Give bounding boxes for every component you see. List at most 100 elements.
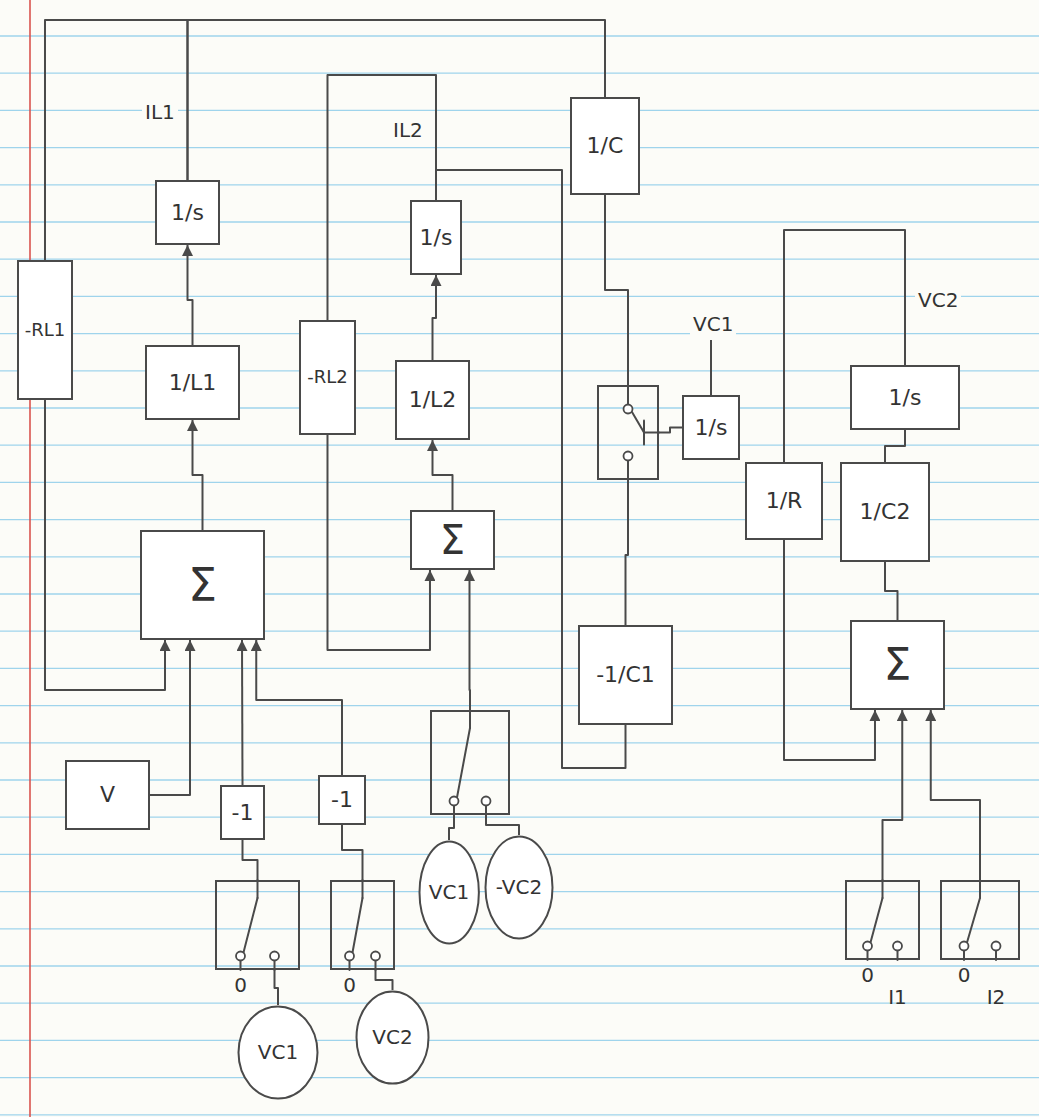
symbol-line (244, 898, 258, 953)
signal-wire (469, 570, 472, 710)
signal-wire (150, 640, 190, 795)
paper-rule (0, 445, 1039, 446)
gain-block: 1/L2 (395, 360, 470, 440)
block-label: 1/s (420, 225, 453, 250)
block-label: 1/C2 (860, 499, 911, 524)
terminal-dot (863, 942, 872, 951)
symbol-line (644, 432, 659, 434)
product-block (597, 385, 659, 480)
sum-block: Σ (850, 620, 945, 710)
block-label: VC1 (258, 1041, 298, 1064)
switch-symbol (450, 710, 491, 815)
integrator-block: 1/s (410, 200, 462, 275)
block-label: -RL2 (307, 367, 347, 388)
block-label: -RL1 (25, 320, 65, 341)
signal-wire (486, 815, 519, 835)
gain-block: -1 (220, 785, 265, 840)
switch-block: 0I2 (940, 880, 1020, 960)
signal-wire (241, 640, 244, 785)
block-label: VC1 (429, 881, 469, 904)
signal-circle: VC1 (237, 1005, 319, 1100)
paper-rule (0, 1114, 1039, 1115)
paper-rule (0, 147, 1039, 148)
symbol-line (469, 710, 471, 728)
gain-block: -RL1 (17, 260, 73, 400)
gain-block: 1/C (570, 97, 640, 195)
signal-wire (243, 840, 258, 880)
integrator-block: 1/s (682, 395, 740, 460)
sum-block: Σ (140, 530, 265, 640)
terminal-dot (960, 942, 969, 951)
paper-rule (0, 1003, 1039, 1004)
block-label: V (100, 782, 115, 807)
signal-label: IL2 (390, 118, 426, 142)
integrator-block: 1/s (850, 365, 960, 430)
signal-label: VC1 (690, 312, 736, 336)
switch-block: 0I1 (845, 880, 920, 960)
signal-wire (883, 710, 903, 880)
signal-wire (605, 195, 628, 385)
block-label: 0 (861, 964, 874, 987)
symbol-line (353, 898, 363, 953)
paper-rule (0, 296, 1039, 297)
signal-wire (433, 275, 437, 360)
source-block: V (65, 760, 150, 830)
integrator-block: 1/s (155, 180, 220, 245)
gain-block: 1/C2 (840, 462, 930, 562)
signal-label: VC2 (915, 288, 961, 312)
gain-block: -1 (318, 775, 366, 825)
paper-rule (0, 965, 1039, 966)
block-label: Σ (188, 559, 217, 612)
terminal-dot (371, 952, 380, 961)
switch-block: 0 (330, 880, 395, 970)
symbol-line (871, 898, 883, 943)
signal-wire (449, 815, 454, 840)
margin-line (29, 0, 31, 1117)
terminal-dot (345, 952, 354, 961)
symbol-line (632, 412, 644, 433)
block-label: Σ (440, 517, 465, 563)
terminal-dot (893, 942, 902, 951)
terminal-dot (624, 452, 633, 461)
block-label: 1/s (889, 385, 922, 410)
signal-wire (275, 970, 279, 1005)
terminal-dot (270, 952, 279, 961)
signal-wire (188, 20, 606, 180)
signal-wire (193, 420, 203, 530)
paper-rule (0, 817, 1039, 818)
paper-rule (0, 742, 1039, 743)
block-label: 0 (343, 974, 356, 997)
paper-rule (0, 1040, 1039, 1041)
sum-block: Σ (410, 510, 495, 570)
signal-circle: VC1 (418, 840, 480, 945)
block-label: -VC2 (496, 876, 542, 899)
block-label: VC2 (372, 1026, 412, 1049)
block-label: 1/s (171, 200, 204, 225)
paper-rule (0, 333, 1039, 334)
signal-wire (659, 428, 682, 433)
gain-block: 1/L1 (145, 345, 240, 420)
paper-rule (0, 259, 1039, 260)
terminal-dot (482, 797, 491, 806)
symbol-line (967, 898, 980, 943)
symbol-line (979, 880, 981, 898)
signal-label: IL1 (142, 100, 178, 124)
output-wire (710, 340, 712, 395)
switch-symbol (863, 880, 902, 960)
block-label: 1/R (766, 488, 803, 513)
signal-circle: -VC2 (484, 835, 554, 940)
block-label: Σ (884, 640, 912, 691)
edge-layer (45, 20, 980, 1005)
block-label: 1/L2 (409, 387, 457, 412)
switch-symbol (960, 880, 1001, 960)
circle-outline (486, 837, 553, 939)
signal-wire (433, 440, 453, 510)
symbol-line (882, 880, 884, 898)
terminal-dot (992, 942, 1001, 951)
circle-outline (419, 842, 478, 944)
signal-wire (376, 970, 393, 990)
paper-rule (0, 73, 1039, 74)
symbol-line (627, 461, 629, 480)
